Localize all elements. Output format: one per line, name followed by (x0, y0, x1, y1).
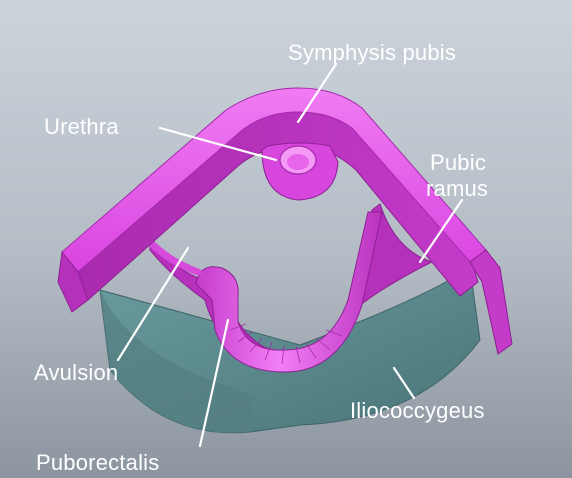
label-avulsion: Avulsion (34, 360, 118, 385)
label-puborectalis: Puborectalis (36, 450, 159, 475)
label-iliococcygeus: Iliococcygeus (350, 398, 485, 423)
label-pubic: Pubic (430, 150, 486, 175)
urethra-lumen (287, 154, 309, 170)
label-urethra: Urethra (44, 114, 119, 139)
label-symphysis-pubis: Symphysis pubis (288, 40, 456, 65)
label-ramus: ramus (426, 176, 488, 201)
